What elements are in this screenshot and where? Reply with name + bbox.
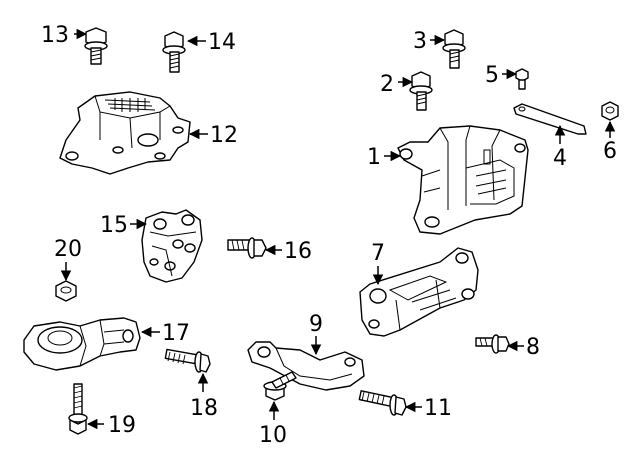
part-7-mount-bracket	[359, 247, 479, 337]
part-10-bolt	[263, 371, 297, 401]
callout-1: 1	[367, 145, 381, 170]
callout-13: 13	[41, 23, 69, 48]
part-20-nut	[55, 280, 77, 302]
part-14-bolt	[162, 31, 186, 73]
callout-14: 14	[208, 30, 236, 55]
callout-labels: 13 14 12 3 2 5 6 4 1 15 16 20 7 8 17 9 1…	[41, 23, 617, 448]
part-6-nut	[601, 101, 619, 121]
part-18-long-bolt	[164, 348, 211, 373]
part-8-bolt	[475, 334, 510, 354]
part-2-bolt	[409, 71, 433, 111]
callout-11: 11	[424, 396, 452, 421]
callout-7: 7	[371, 241, 385, 266]
callout-3: 3	[413, 29, 427, 54]
callout-17: 17	[162, 321, 190, 346]
callout-4: 4	[553, 146, 567, 171]
callout-15: 15	[100, 213, 128, 238]
callout-18: 18	[190, 396, 218, 421]
part-4-bracket-strip	[513, 103, 587, 135]
part-13-bolt	[84, 27, 108, 65]
part-5-small-bolt	[515, 68, 529, 90]
callout-2: 2	[380, 72, 394, 97]
callout-19: 19	[108, 413, 136, 438]
part-19-long-bolt	[68, 383, 88, 435]
part-3-bolt	[442, 29, 466, 69]
callout-8: 8	[526, 335, 540, 360]
part-12-transmission-mount	[59, 91, 191, 175]
callout-10: 10	[259, 423, 287, 448]
callout-20: 20	[54, 237, 82, 262]
callout-9: 9	[309, 312, 323, 337]
part-17-torque-strut	[23, 317, 141, 371]
callout-16: 16	[284, 239, 312, 264]
callout-6: 6	[603, 139, 617, 164]
callout-12: 12	[210, 123, 238, 148]
part-16-bolt	[227, 237, 267, 259]
part-1-engine-mount	[397, 125, 529, 235]
part-11-long-bolt	[358, 390, 407, 416]
leader-lines	[60, 28, 616, 430]
callout-5: 5	[485, 63, 499, 88]
part-9-heat-shield-bracket	[247, 341, 365, 391]
part-15-mount-bracket	[141, 209, 203, 283]
